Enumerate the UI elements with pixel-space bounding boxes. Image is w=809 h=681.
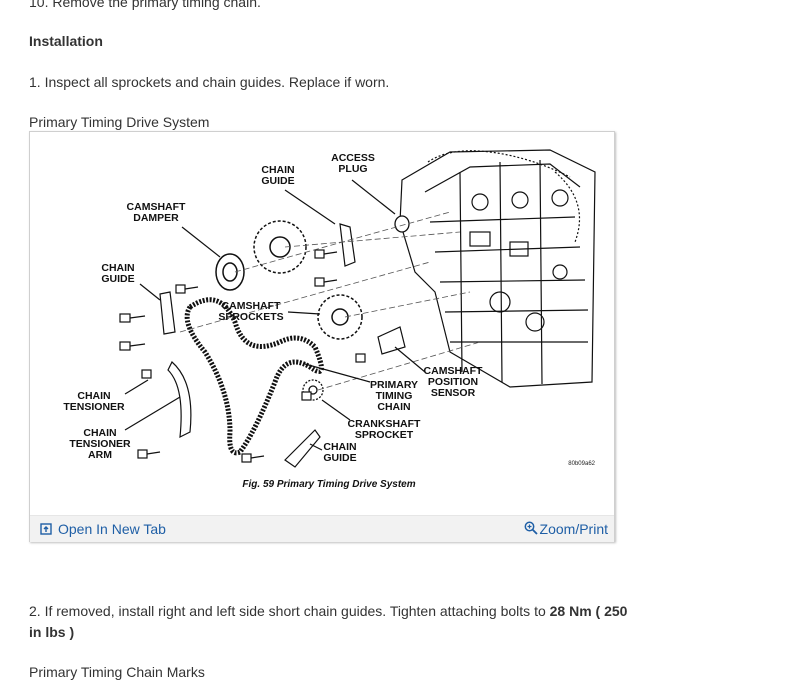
installation-heading: Installation: [29, 33, 103, 49]
label-primary-timing-chain-2: TIMING: [376, 390, 413, 402]
primary-timing-chain-shape: [184, 297, 324, 456]
camshaft-position-sensor-shape: [377, 326, 406, 355]
label-crankshaft-sprocket-1: CRANKSHAFT: [348, 418, 421, 430]
label-camshaft-damper-1: CAMSHAFT: [127, 201, 186, 213]
figure-caption-primary-timing-drive: Primary Timing Drive System: [29, 114, 210, 130]
bolts: [119, 249, 366, 463]
step-2-text-prefix: 2. If removed, install right and left si…: [29, 603, 550, 619]
label-chain-guide-top-1: CHAIN: [261, 164, 294, 176]
figure-footer-bar: Open In New Tab Zoom/Print: [30, 515, 614, 542]
figure-internal-caption: Fig. 59 Primary Timing Drive System: [242, 479, 415, 490]
label-access-plug-1: ACCESS: [331, 152, 375, 164]
chain-guide-left-shape: [159, 291, 176, 335]
chain-guide-top-shape: [339, 223, 356, 267]
label-chain-guide-bottom-2: GUIDE: [323, 452, 356, 464]
label-chain-guide-left-1: CHAIN: [101, 262, 134, 274]
zoom-print-label: Zoom/Print: [539, 521, 608, 537]
open-in-new-tab-link[interactable]: Open In New Tab: [40, 516, 166, 543]
label-access-plug-2: PLUG: [338, 163, 367, 175]
figure-caption-primary-timing-chain-marks: Primary Timing Chain Marks: [29, 664, 205, 680]
open-in-new-tab-icon: [40, 517, 52, 543]
figure-reference-code: 80b09a62: [568, 461, 595, 467]
label-camshaft-position-sensor-2: POSITION: [428, 376, 478, 388]
zoom-print-link[interactable]: Zoom/Print: [524, 516, 608, 543]
zoom-in-icon: [524, 517, 538, 543]
step-2-torque-continued: in lbs ): [29, 624, 75, 640]
label-chain-guide-left-2: GUIDE: [101, 273, 134, 285]
step-1-text: 1. Inspect all sprockets and chain guide…: [29, 74, 390, 90]
chain-guide-bottom-shape: [284, 429, 321, 468]
label-camshaft-sprockets-2: SPROCKETS: [218, 311, 283, 323]
engine-block: [399, 149, 596, 388]
camshaft-sprocket-upper: [253, 220, 307, 274]
label-chain-tensioner-1: CHAIN: [77, 390, 110, 402]
alignment-lines: [179, 211, 481, 391]
label-chain-guide-bottom-1: CHAIN: [323, 441, 356, 453]
label-chain-tensioner-arm-1: CHAIN: [83, 427, 116, 439]
label-camshaft-position-sensor-3: SENSOR: [431, 387, 476, 399]
label-chain-tensioner-arm-3: ARM: [88, 449, 112, 461]
step-2-text: 2. If removed, install right and left si…: [29, 603, 627, 620]
chain-tensioner-arm-shape: [167, 361, 192, 439]
label-primary-timing-chain-1: PRIMARY: [370, 379, 418, 391]
label-camshaft-sprockets-1: CAMSHAFT: [222, 300, 281, 312]
label-primary-timing-chain-3: CHAIN: [377, 401, 410, 413]
open-in-new-tab-label: Open In New Tab: [58, 521, 166, 537]
label-camshaft-position-sensor-1: CAMSHAFT: [424, 365, 483, 377]
timing-drive-diagram: CHAIN GUIDE ACCESS PLUG CAMSHAFT DAMPER …: [63, 149, 596, 490]
camshaft-damper-shape: [215, 253, 245, 291]
label-chain-tensioner-arm-2: TENSIONER: [69, 438, 131, 450]
label-chain-tensioner-2: TENSIONER: [63, 401, 125, 413]
label-camshaft-damper-2: DAMPER: [133, 212, 179, 224]
step-10-text: 10. Remove the primary timing chain.: [29, 0, 261, 10]
access-plug-shape: [394, 215, 410, 233]
label-chain-guide-top-2: GUIDE: [261, 175, 294, 187]
label-crankshaft-sprocket-2: SPROCKET: [355, 429, 414, 441]
figure-primary-timing-drive: CHAIN GUIDE ACCESS PLUG CAMSHAFT DAMPER …: [29, 131, 615, 542]
camshaft-sprocket-lower: [317, 294, 363, 340]
leader-lines: [124, 179, 426, 451]
step-2-torque: 28 Nm ( 250: [549, 603, 628, 619]
